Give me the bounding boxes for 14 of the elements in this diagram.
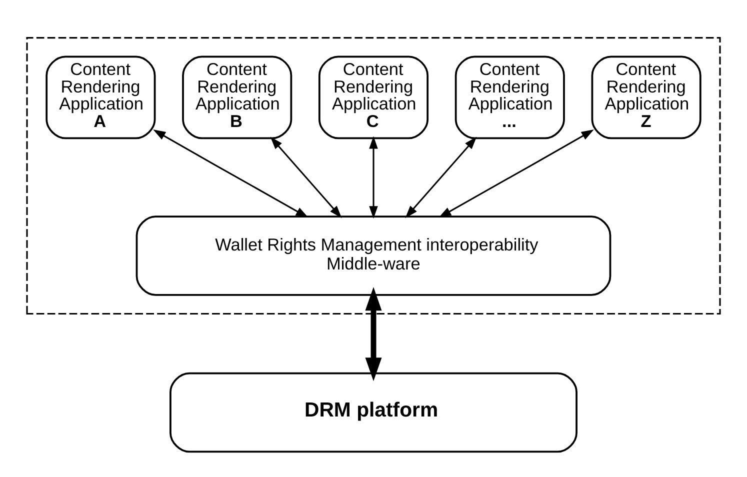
arrow bbox=[369, 136, 378, 219]
node-box: DRM platform bbox=[170, 372, 578, 453]
node-box: Content Rendering Application B bbox=[182, 56, 292, 140]
node-box: Content Rendering Application A bbox=[46, 56, 156, 140]
arrow bbox=[438, 130, 594, 218]
arrow bbox=[270, 136, 342, 218]
node-box: Content Rendering Application C bbox=[318, 56, 429, 140]
cluster bbox=[26, 37, 721, 315]
node-box: Content Rendering Application ... bbox=[454, 56, 565, 140]
arrow bbox=[365, 286, 382, 382]
node-box: Wallet Rights Management interoperability Middle-ware bbox=[136, 216, 612, 296]
arrow bbox=[153, 130, 308, 218]
arrow bbox=[405, 136, 477, 218]
node-box: Content Rendering Application Z bbox=[591, 56, 702, 140]
